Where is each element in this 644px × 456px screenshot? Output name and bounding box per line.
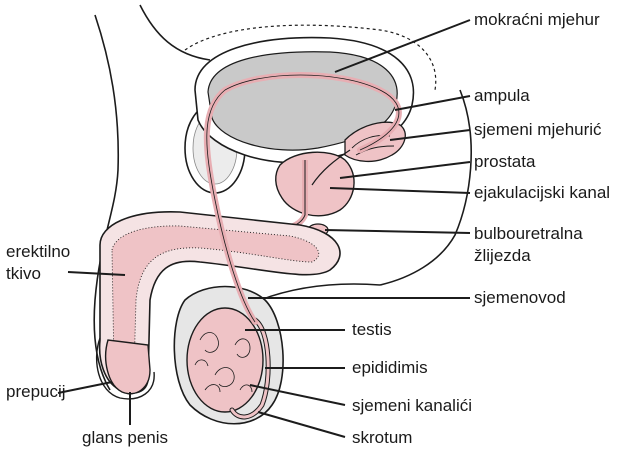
label-seminiferous-tubules: sjemeni kanalići — [352, 396, 472, 416]
label-glans: glans penis — [82, 428, 168, 448]
glans-penis — [106, 340, 150, 394]
label-prepuce: prepucij — [6, 382, 66, 402]
label-erectile-line2: tkivo — [6, 264, 41, 284]
label-vas-deferens: sjemenovod — [474, 288, 566, 308]
label-epididymis: epididimis — [352, 358, 428, 378]
prostate — [276, 152, 354, 216]
label-seminal-vesicle: sjemeni mjehurić — [474, 120, 602, 140]
label-bladder: mokraćni mjehur — [474, 10, 600, 30]
label-scrotum: skrotum — [352, 428, 412, 448]
label-prostate: prostata — [474, 152, 535, 172]
label-bulbourethral-line1: bulbouretralna — [474, 224, 583, 244]
label-erectile-line1: erektilno — [6, 242, 70, 262]
label-testis: testis — [352, 320, 392, 340]
label-ejaculatory-duct: ejakulacijski kanal — [474, 183, 610, 203]
label-bulbourethral-line2: žlijezda — [474, 246, 531, 266]
label-ampulla: ampula — [474, 86, 530, 106]
testis — [187, 308, 263, 412]
